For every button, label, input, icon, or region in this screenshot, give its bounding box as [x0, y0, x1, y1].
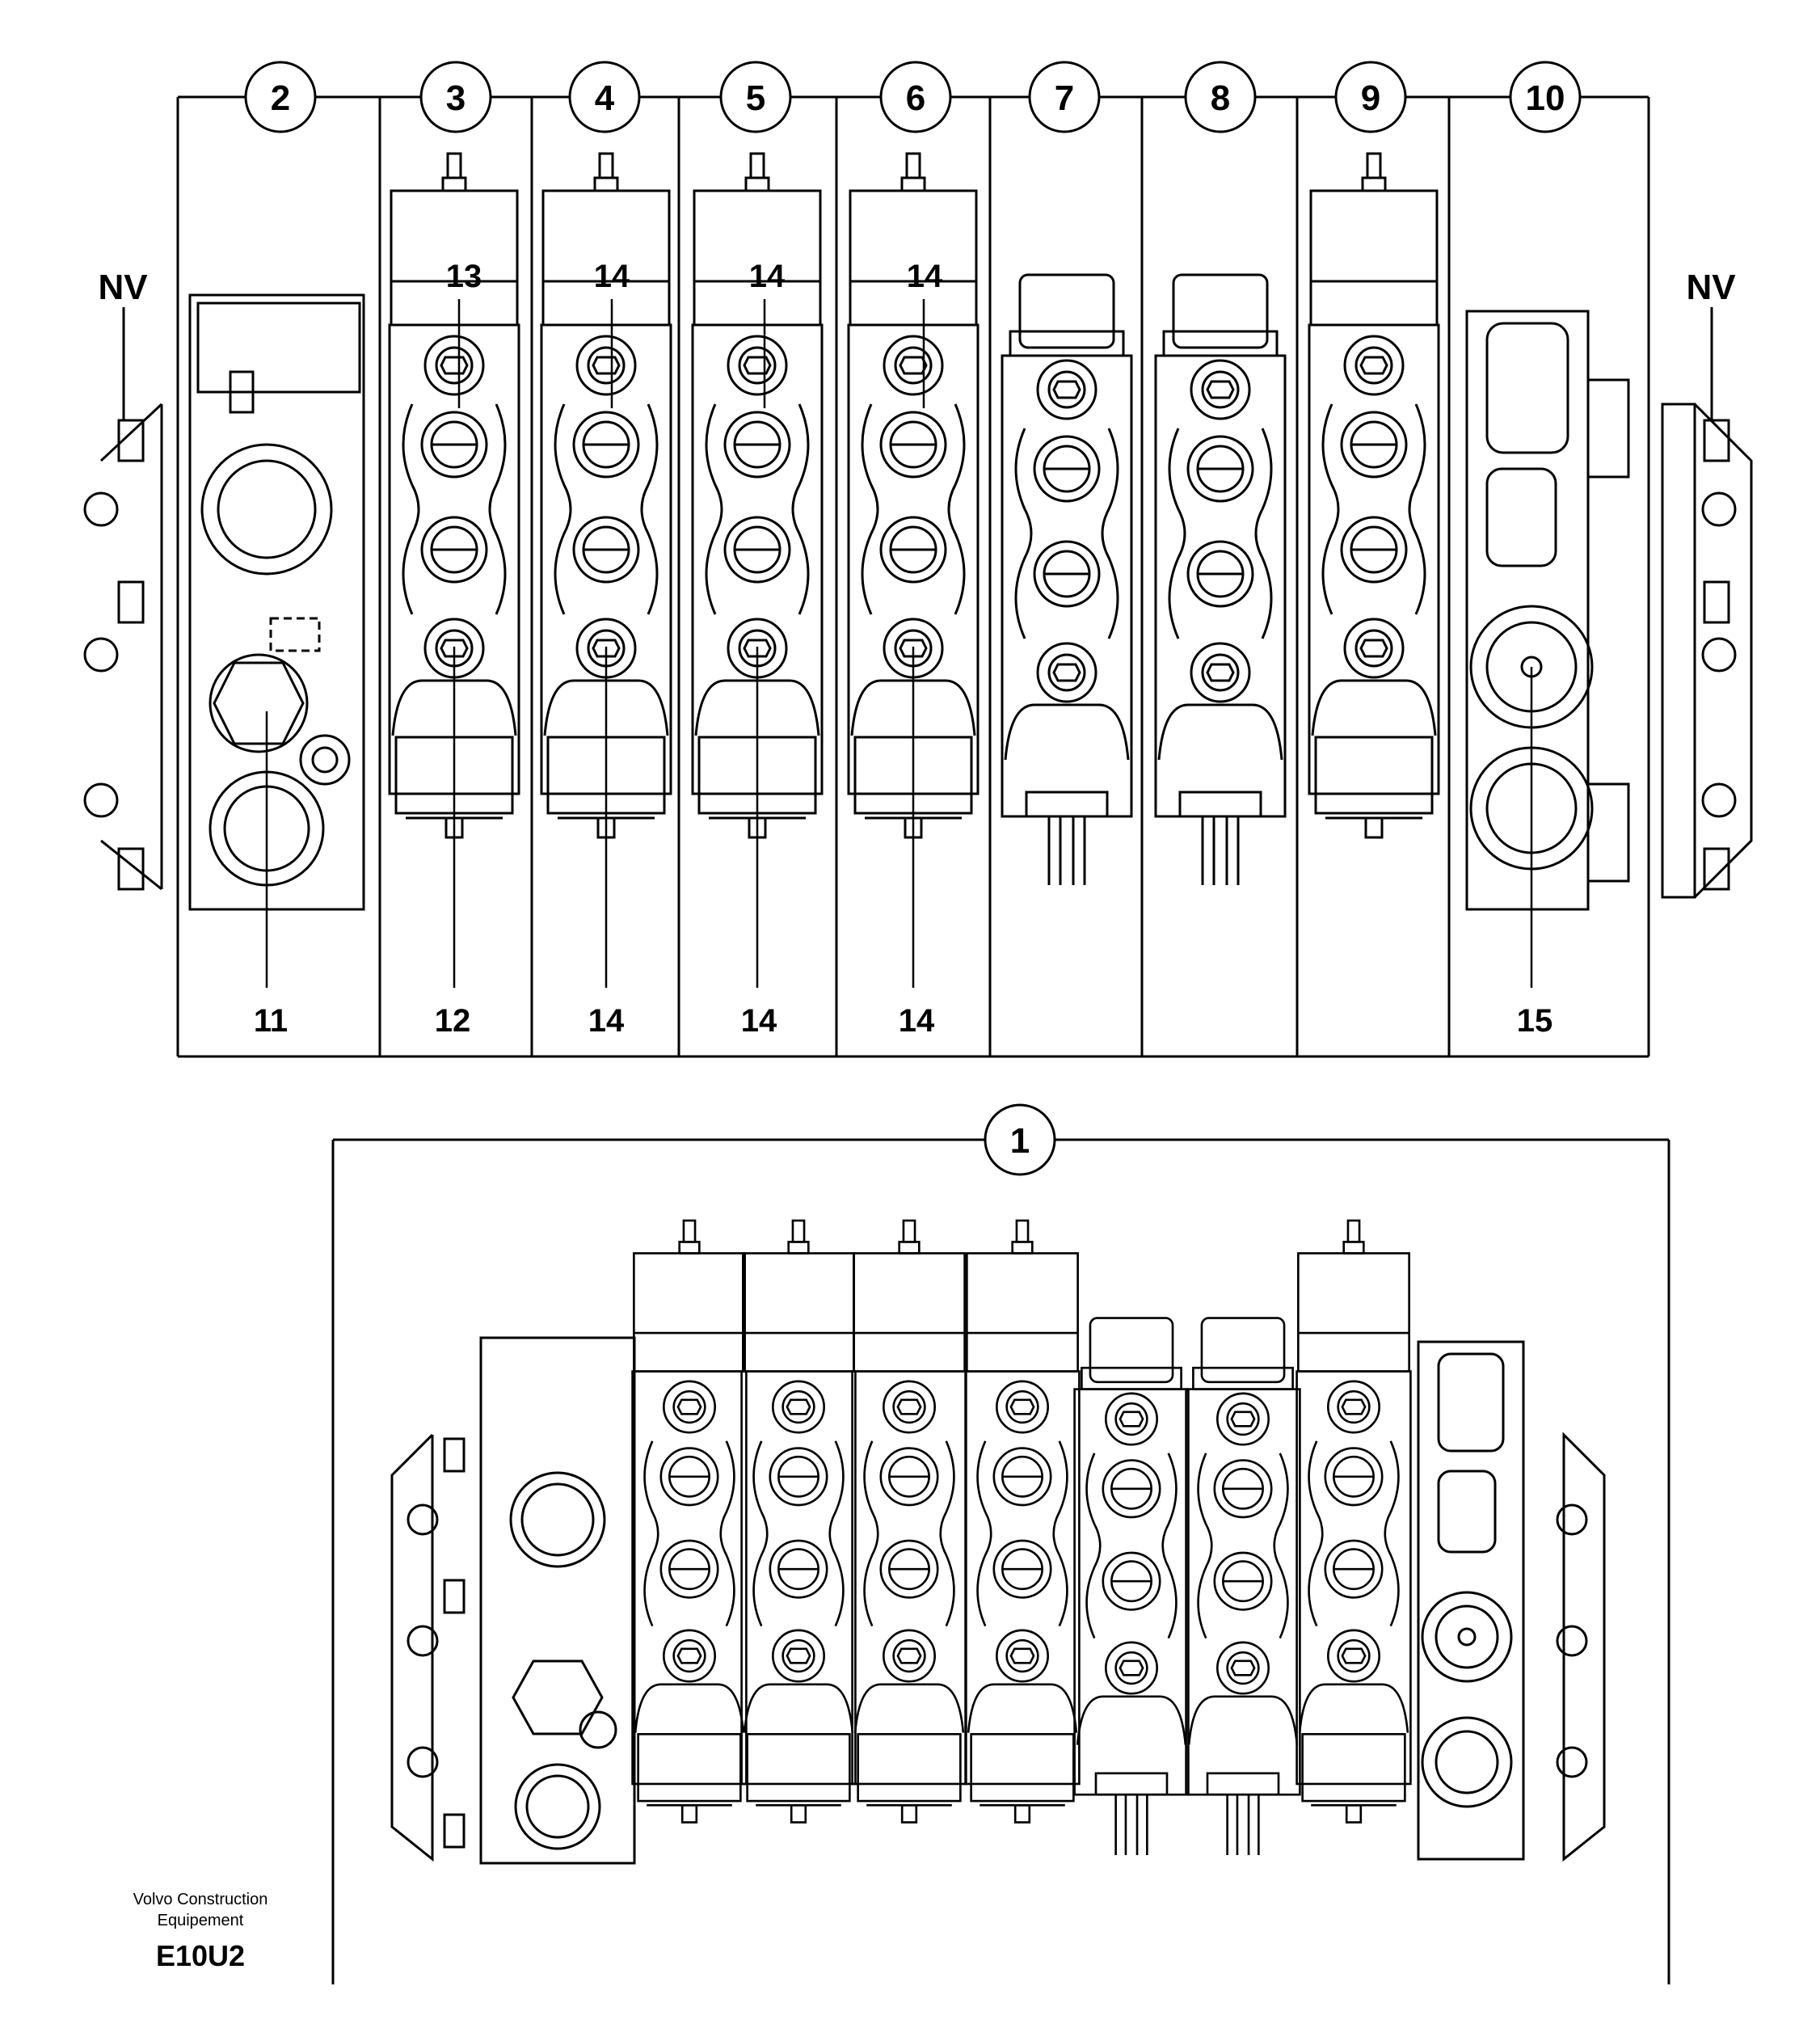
- part-number-11: 11: [254, 1003, 288, 1039]
- upper-frame: [176, 95, 1650, 1058]
- part-number-14d: 14: [588, 1003, 625, 1039]
- callout-1: 1: [1010, 1121, 1030, 1161]
- footer-code: E10U2: [156, 1939, 245, 1972]
- part-number-14c: 14: [907, 259, 943, 294]
- callout-7: 7: [1055, 78, 1074, 118]
- callout-8: 8: [1211, 78, 1230, 118]
- callout-9: 9: [1361, 78, 1380, 118]
- section-8: [1154, 273, 1287, 887]
- nv-right-label: NV: [1686, 268, 1736, 307]
- part-number-14a: 14: [594, 259, 630, 294]
- assembled-sections: [631, 1219, 1412, 1857]
- callout-2: 2: [271, 78, 290, 118]
- assembled-valve: [390, 1336, 1606, 1865]
- footer-block: Volvo Construction Equipement E10U2: [133, 1891, 268, 1972]
- section-9: [1308, 152, 1440, 839]
- part-number-15: 15: [1517, 1003, 1553, 1039]
- right-endplate: [1661, 403, 1753, 899]
- callout-3: 3: [446, 78, 466, 118]
- section-7: [1001, 273, 1133, 887]
- bottom-callout-circle: [984, 1103, 1056, 1176]
- top-callout-circles: [244, 61, 1582, 133]
- footer-line2: Equipement: [158, 1912, 244, 1929]
- leader-lines-upper: [265, 299, 1533, 988]
- top-callout-labels: 2 3 4 5 6 7 8 9 10: [271, 78, 1565, 118]
- part-number-12: 12: [435, 1003, 471, 1039]
- lower-frame: [331, 1138, 1670, 1984]
- callout-10: 10: [1526, 78, 1565, 118]
- upper-part-numbers: 13 14 14 14: [446, 259, 943, 294]
- nv-left-label: NV: [98, 268, 148, 307]
- callout-5: 5: [746, 78, 765, 118]
- callout-6: 6: [906, 78, 925, 118]
- footer-line1: Volvo Construction: [133, 1891, 268, 1908]
- outlet-section: [1465, 310, 1630, 911]
- part-number-14f: 14: [899, 1003, 935, 1039]
- lower-part-numbers: 11 12 14 14 14 15: [254, 1003, 1552, 1039]
- part-number-14e: 14: [741, 1003, 777, 1039]
- callout-4: 4: [595, 78, 615, 118]
- left-endplate: [83, 403, 163, 891]
- inlet-section: [188, 293, 365, 911]
- part-number-14b: 14: [749, 259, 786, 294]
- part-number-13: 13: [446, 259, 482, 294]
